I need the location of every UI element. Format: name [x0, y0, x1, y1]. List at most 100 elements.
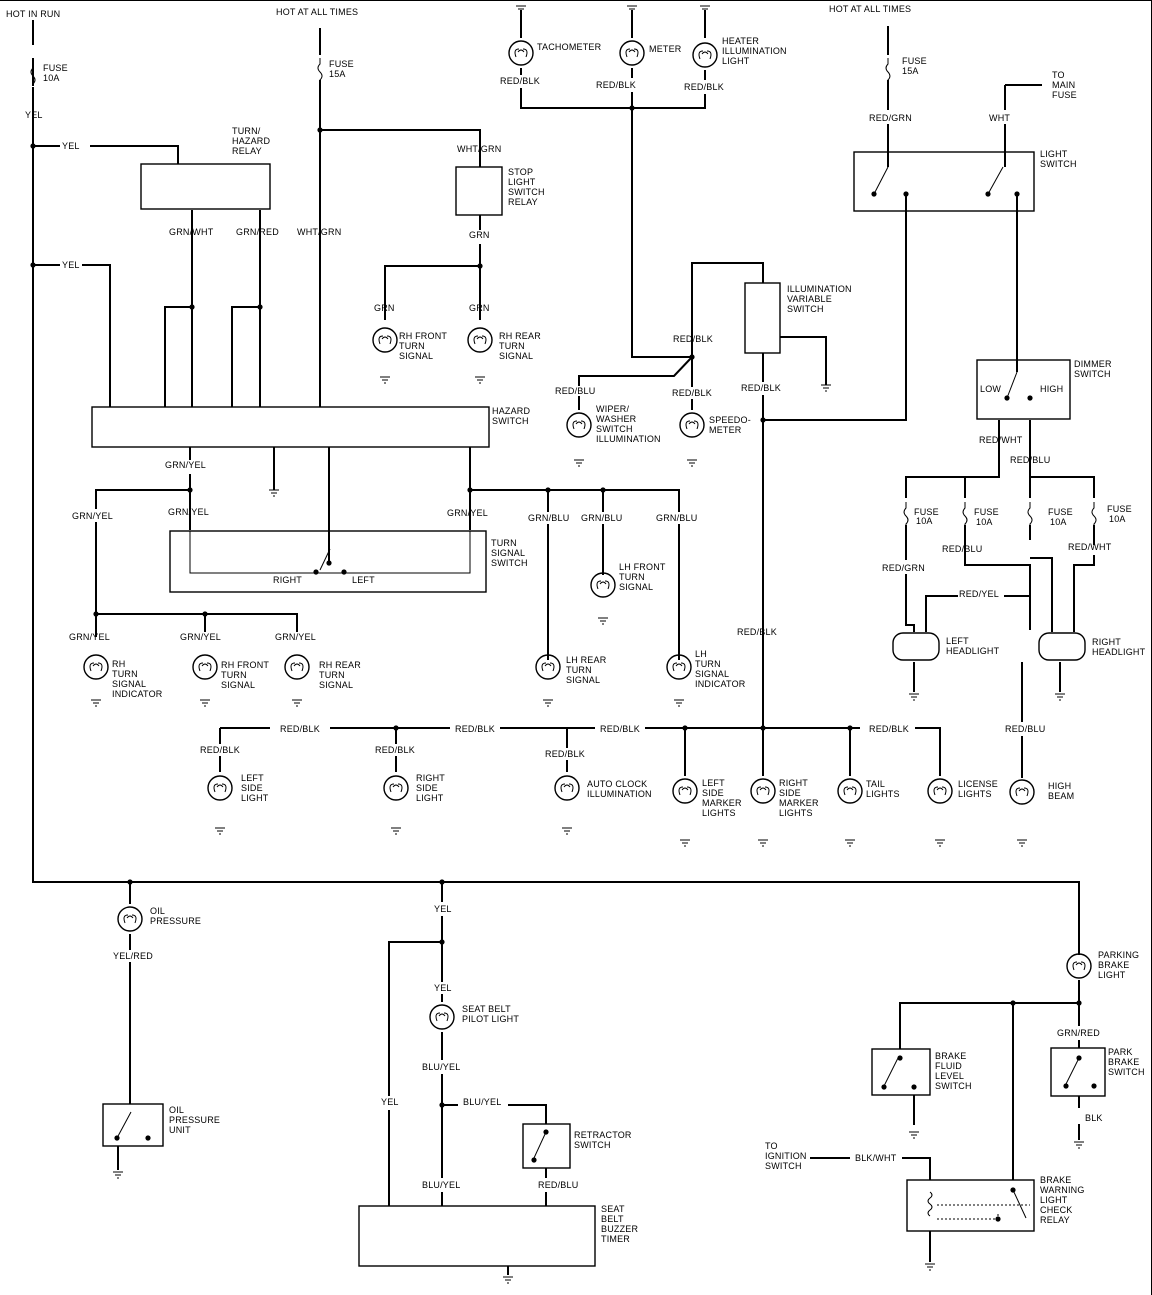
- label-line: SWITCH: [1040, 159, 1077, 169]
- wire-red-blk-bus: RED/BLK: [737, 627, 777, 637]
- label-line: HAZARD: [232, 136, 271, 146]
- ground-symbol-1: [380, 376, 390, 384]
- right-headlight-body: [1038, 632, 1086, 661]
- ground-symbol-13: [909, 693, 919, 701]
- tachometer-lamp: [508, 40, 534, 66]
- ground-symbol-3: [574, 459, 584, 467]
- high-beam-lamp: [1009, 779, 1035, 805]
- label-tachometer: TACHOMETER: [537, 42, 602, 52]
- label-line: CHECK: [1040, 1205, 1073, 1215]
- brake-warning-relay-contact: [1012, 1189, 1027, 1219]
- retractor-switch-contact: [533, 1131, 547, 1159]
- wire-grn-yel-g: GRN/YEL: [275, 632, 316, 642]
- junction-dot-10: [187, 487, 193, 493]
- junction-dot-37: [531, 1157, 537, 1163]
- label-line: SIGNAL: [491, 548, 525, 558]
- wire-red-blu-dim: RED/BLU: [1010, 455, 1050, 465]
- label-line: SWITCH: [492, 416, 529, 426]
- junction-dot-7: [629, 105, 635, 111]
- junction-dot-12: [545, 487, 551, 493]
- hazard-switch-box: [91, 406, 490, 448]
- label-line: OIL: [169, 1105, 184, 1115]
- label-line: LIGHTS: [779, 808, 813, 818]
- left-headlight-body: [892, 632, 940, 661]
- label-line: HEADLIGHT: [946, 646, 1000, 656]
- wire-yel-bottom-3: YEL: [381, 1097, 399, 1107]
- wire-yel-2: YEL: [62, 260, 80, 270]
- label-line: TACHOMETER: [537, 42, 602, 52]
- label-hot-at-all-times-2: HOT AT ALL TIMES: [829, 4, 911, 14]
- turn-switch-right-label: RIGHT: [273, 575, 302, 585]
- fuse-symbol-5: [962, 502, 968, 526]
- wire-red-blk-illum: RED/BLK: [673, 334, 713, 344]
- junction-dot-3: [317, 127, 323, 133]
- junction-dot-45: [1010, 1187, 1016, 1193]
- label-line: SIDE: [241, 783, 263, 793]
- park-brake-switch-contact: [1065, 1057, 1080, 1085]
- wire-grn-relay: GRN: [469, 230, 490, 240]
- fuse-5-label: FUSE: [974, 507, 999, 517]
- rh-rear-turn-lamp-2: [284, 654, 310, 680]
- label-line: RIGHT: [1092, 637, 1121, 647]
- wire-wht-grn-relay: WHT/GRN: [457, 144, 501, 154]
- label-line: RIGHT: [779, 778, 808, 788]
- right-marker-lamp: [750, 778, 776, 804]
- light-switch-box: [853, 151, 1035, 212]
- label-line: LIGHTS: [958, 789, 992, 799]
- wire-grn-yel-c: GRN/YEL: [168, 507, 209, 517]
- junction-dot-34: [341, 569, 347, 575]
- label-line: OIL: [150, 906, 165, 916]
- junction-dot-5: [257, 304, 263, 310]
- label-line: SWITCH: [787, 304, 824, 314]
- fuse-7-label: FUSE: [1107, 504, 1132, 514]
- label-line: RELAY: [1040, 1215, 1070, 1225]
- fuse-symbol-2: [317, 58, 323, 82]
- label-line: LIGHTS: [866, 789, 900, 799]
- wires-relay: [164, 210, 261, 407]
- label-line: SWITCH: [1108, 1067, 1145, 1077]
- junction-dot-11: [467, 487, 473, 493]
- label-speedometer: SPEEDO-METER: [709, 415, 751, 435]
- label-line: TURN: [491, 538, 517, 548]
- junction-dot-18: [760, 725, 766, 731]
- label-line: VARIABLE: [787, 294, 832, 304]
- wires-hot-1: [319, 28, 481, 407]
- junction-dot-38: [543, 1129, 549, 1135]
- label-line: WASHER: [596, 414, 637, 424]
- junction-dot-27: [903, 191, 909, 197]
- label-line: AUTO CLOCK: [587, 779, 647, 789]
- label-line: TURN: [221, 670, 247, 680]
- left-side-light-lamp: [207, 775, 233, 801]
- ground-symbol-18: [680, 839, 690, 847]
- junction-dot-43: [1076, 1055, 1082, 1061]
- license-lights-lamp: [927, 778, 953, 804]
- label-line: UNIT: [169, 1125, 191, 1135]
- label-line: SPEEDO-: [709, 415, 751, 425]
- junction-dot-36: [145, 1135, 151, 1141]
- ground-symbol-21: [935, 839, 945, 847]
- label-line: LH FRONT: [619, 562, 666, 572]
- junction-dot-6: [477, 263, 483, 269]
- label-line: BEAM: [1048, 791, 1074, 801]
- junction-dot-25: [1010, 1000, 1016, 1006]
- junction-dot-9: [760, 417, 766, 423]
- tail-lights-lamp: [837, 778, 863, 804]
- seat-belt-timer-box: [358, 1205, 596, 1267]
- parking-brake-lamp: [1066, 953, 1092, 979]
- light-switch-contact-1: [873, 166, 889, 195]
- ground-symbol-10: [91, 699, 101, 707]
- label-line: SIDE: [702, 788, 724, 798]
- fuse-layer: [30, 58, 1097, 526]
- junction-dot-17: [682, 725, 688, 731]
